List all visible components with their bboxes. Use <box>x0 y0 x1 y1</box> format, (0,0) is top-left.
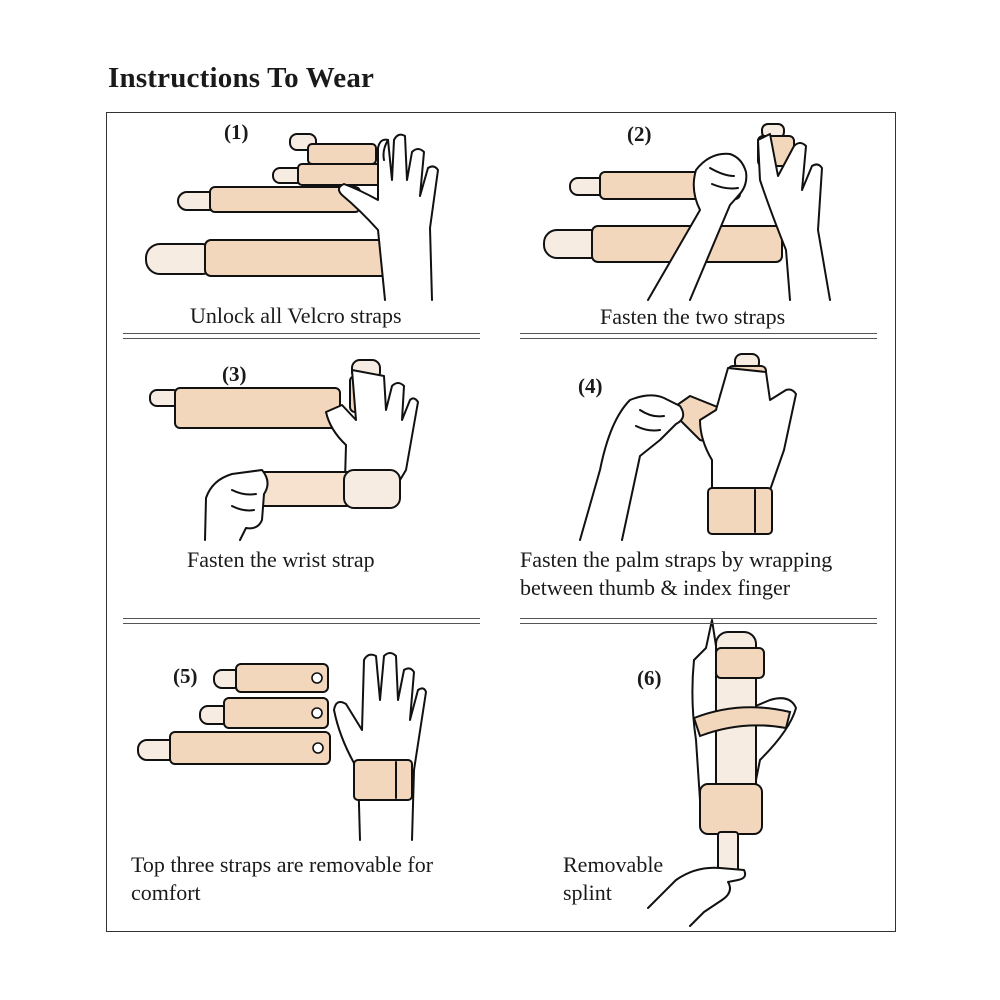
step-4-caption: Fasten the palm straps by wrapping betwe… <box>520 546 832 602</box>
step-2-number: (2) <box>627 122 652 146</box>
step-6-caption-line-1: Removable <box>563 852 664 877</box>
page-title: Instructions To Wear <box>108 62 375 94</box>
step-4-illustration <box>579 353 797 541</box>
step-4-caption-line-1: Fasten the palm straps by wrapping <box>520 547 833 572</box>
divider-row1-left <box>123 333 480 339</box>
step-6-caption-line-2: splint <box>563 880 612 905</box>
step-1-illustration <box>145 133 439 301</box>
step-4-number: (4) <box>578 374 603 398</box>
step-5-caption-line-2: comfort <box>131 880 201 905</box>
step-3-illustration <box>149 359 419 541</box>
step-5-illustration <box>137 652 427 841</box>
step-6-number: (6) <box>637 666 662 690</box>
step-6-illustration <box>647 619 797 927</box>
step-3-caption-line-1: Fasten the wrist strap <box>187 547 375 572</box>
divider-row2-left <box>123 618 480 624</box>
step-6-caption: Removable splint <box>563 851 663 907</box>
step-3-caption: Fasten the wrist strap <box>187 546 375 574</box>
divider-row2-right <box>520 618 877 624</box>
instructions-frame <box>106 112 896 932</box>
step-2-illustration <box>543 123 831 301</box>
step-3-number: (3) <box>222 362 247 386</box>
step-4-caption-line-2: between thumb & index finger <box>520 575 791 600</box>
step-5-number: (5) <box>173 664 198 688</box>
step-1-caption-line-1: Unlock all Velcro straps <box>190 303 402 328</box>
step-2-caption: Fasten the two straps <box>600 303 785 331</box>
step-2-caption-line-1: Fasten the two straps <box>600 304 786 329</box>
step-5-caption: Top three straps are removable for comfo… <box>131 851 433 907</box>
step-1-caption: Unlock all Velcro straps <box>190 302 402 330</box>
step-5-caption-line-1: Top three straps are removable for <box>131 852 434 877</box>
divider-row1-right <box>520 333 877 339</box>
step-1-number: (1) <box>224 120 249 144</box>
